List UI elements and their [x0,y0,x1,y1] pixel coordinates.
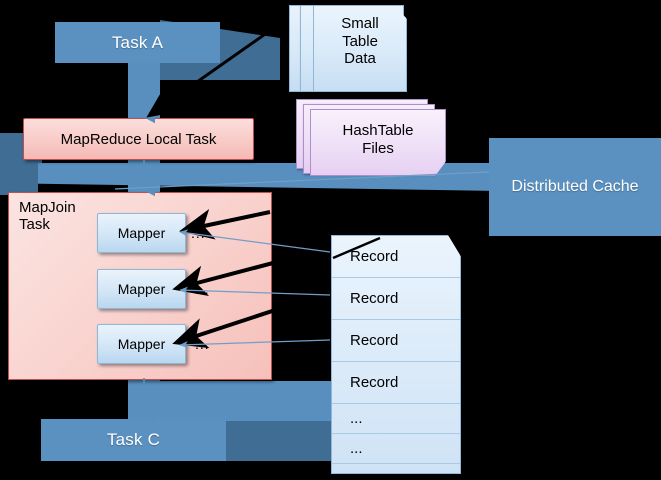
record-row[interactable]: Record [332,278,460,320]
hashtable-files-label: HashTable Files [311,122,445,157]
mapjoin-task-box[interactable]: MapJoin Task Mapper ... Mapper ... Mappe… [8,192,272,380]
mapper-label-3: Mapper [117,336,166,352]
small-table-data-line1: Small [341,15,379,32]
record-row[interactable]: ... [332,434,460,464]
connector-taskc-band [160,381,346,421]
record-label: Record [350,248,399,265]
hashtable-files-line2: Files [362,139,394,157]
mapper-box-1[interactable]: Mapper [97,213,186,253]
small-table-data-box[interactable]: Small Table Data [313,5,407,92]
record-label: Record [350,332,399,349]
mapreduce-local-task-box[interactable]: MapReduce Local Task [23,118,254,160]
mapper-box-2[interactable]: Mapper [97,269,186,309]
mapper-ellipsis-3: ... [195,336,210,352]
mapper-box-3[interactable]: Mapper [97,324,186,364]
record-list[interactable]: Record Record Record Record ... ... [331,235,461,474]
record-row[interactable] [332,464,460,474]
task-c-label: Task C [106,430,161,449]
distributed-cache-label: Distributed Cache [511,178,639,195]
mapper-label-2: Mapper [117,281,166,297]
mapper-ellipsis-1: ... [191,225,206,241]
hashtable-files-box[interactable]: HashTable Files [310,109,446,176]
distributed-cache-box[interactable]: Distributed Cache [489,138,661,236]
mapper-label-1: Mapper [117,225,166,241]
small-table-data-label: Small Table Data [314,15,406,68]
mapjoin-task-label-line2: Task [19,216,50,234]
mapjoin-task-label-line1: MapJoin [19,199,76,216]
record-label: Record [350,374,399,391]
mapreduce-local-task-label: MapReduce Local Task [60,130,217,148]
task-c-box[interactable]: Task C [41,419,226,461]
task-a-label: Task A [111,32,164,52]
connector-task-a-to-mrlocal-shaft [128,63,160,120]
record-label: ... [350,440,363,457]
small-table-data-line2: Table [342,32,378,50]
small-table-data-line3: Data [344,50,376,68]
mapper-ellipsis-2: ... [195,281,210,297]
record-row[interactable]: ... [332,404,460,434]
record-row[interactable]: Record [332,362,460,404]
mapjoin-task-label: MapJoin Task [19,199,99,234]
hashtable-files-line1: HashTable [342,122,414,139]
record-label: Record [350,290,399,307]
record-label: ... [350,410,363,427]
record-row[interactable]: Record [332,320,460,362]
connector-left-band-lower [0,163,38,195]
record-row[interactable]: Record [332,236,460,278]
task-a-box[interactable]: Task A [55,22,220,63]
